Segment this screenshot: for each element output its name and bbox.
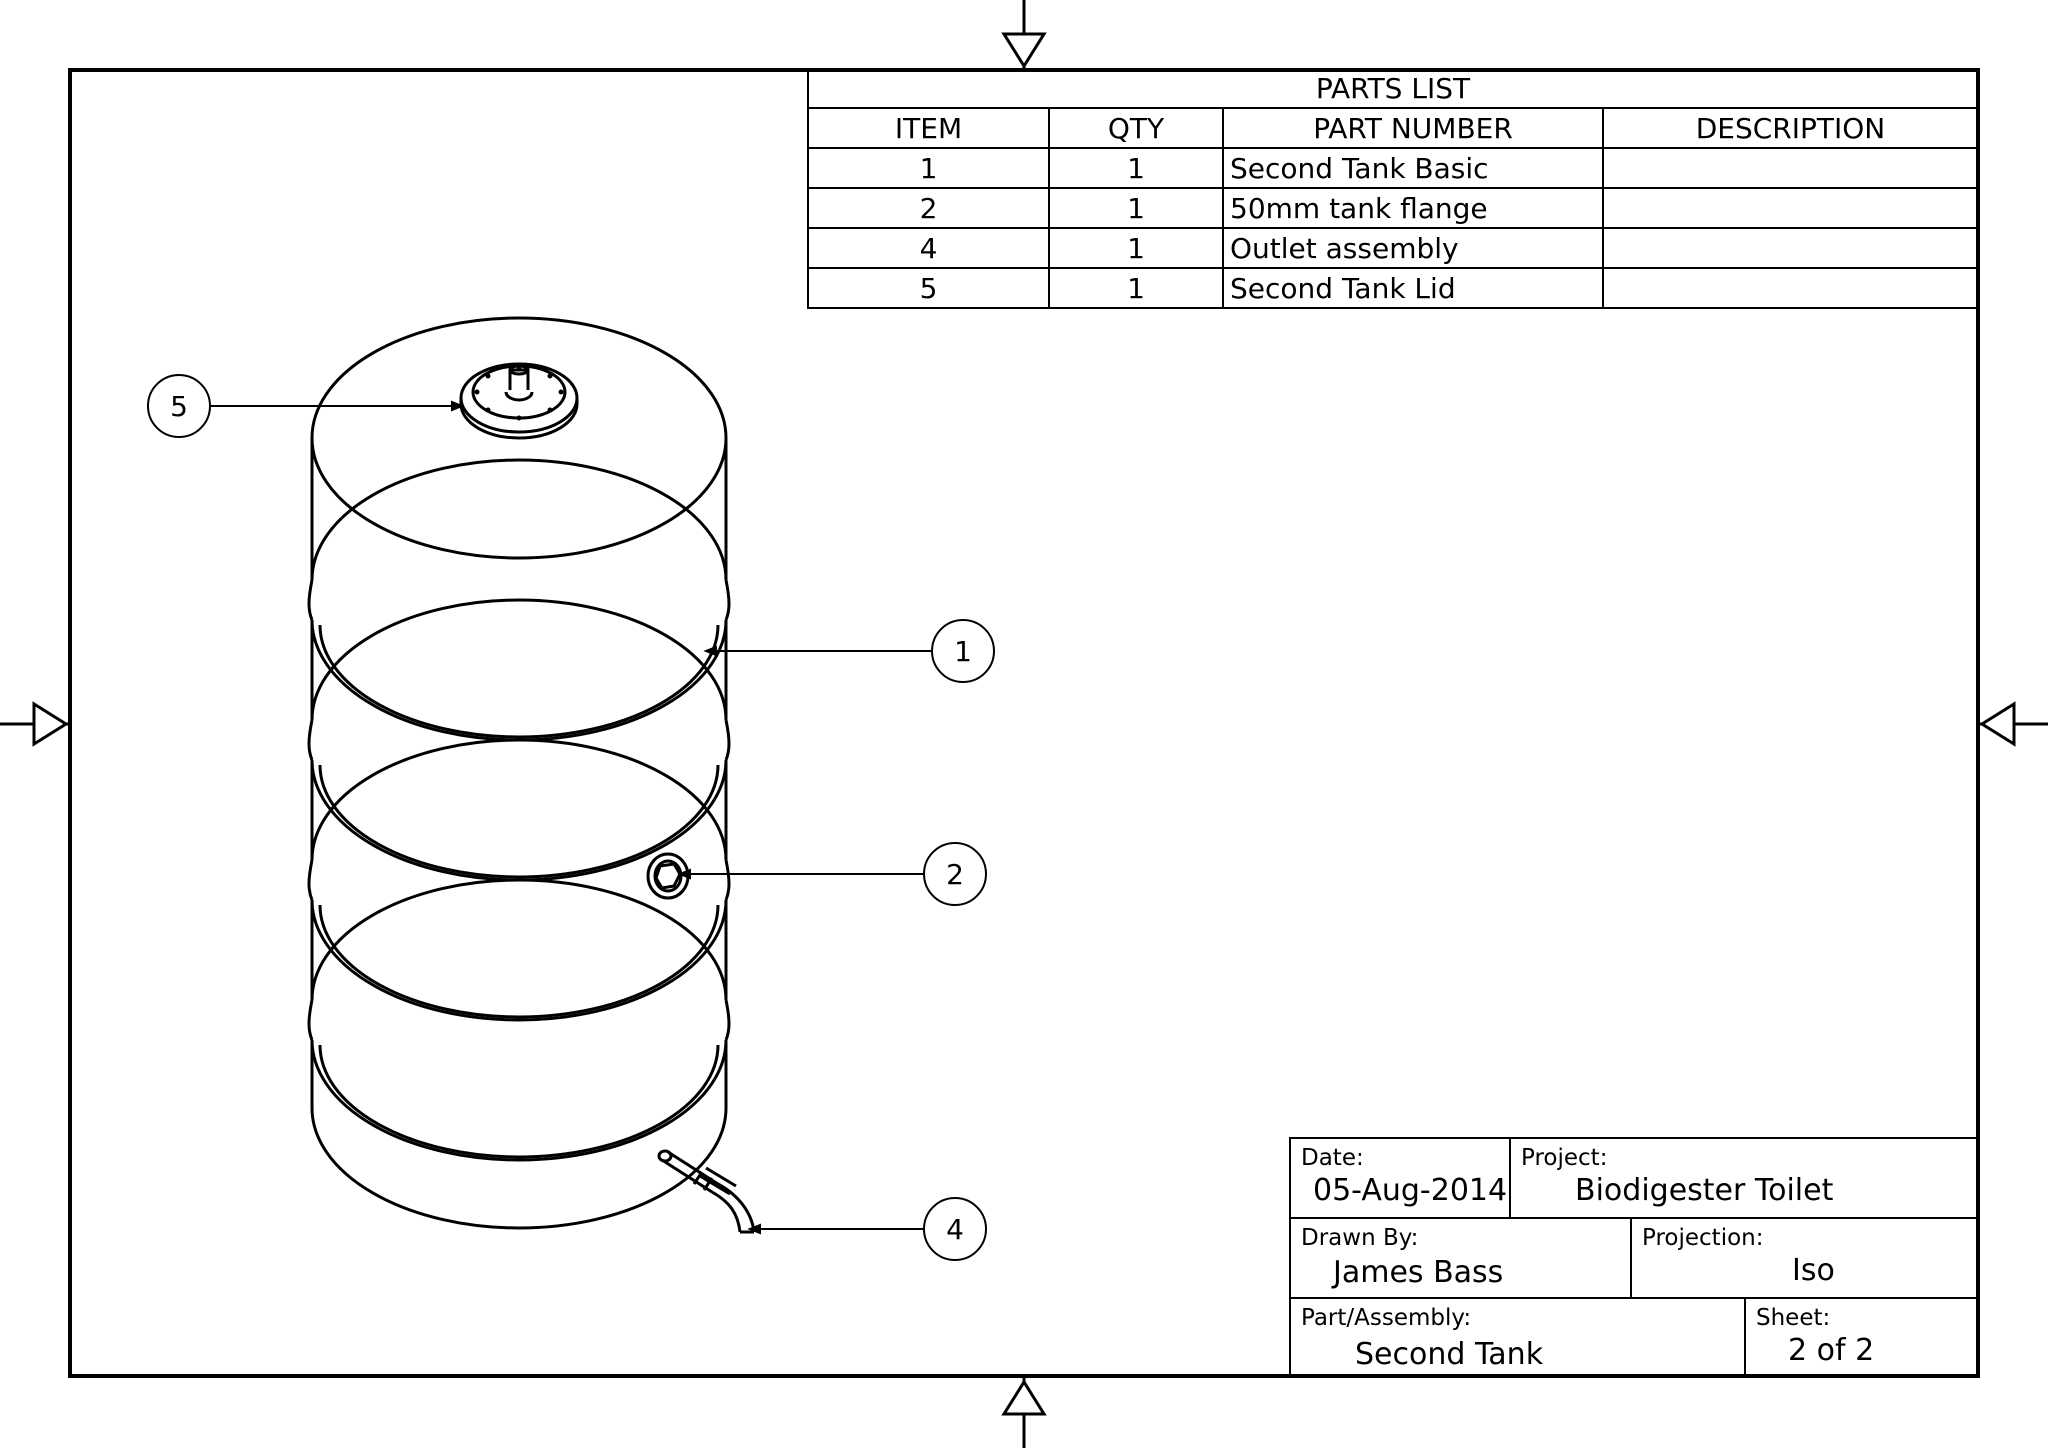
cell-description xyxy=(1602,147,1979,189)
parts-list-title-row: PARTS LIST xyxy=(807,69,1979,109)
balloon-1-circle xyxy=(931,619,995,683)
title-block-sheet: Sheet: 2 of 2 xyxy=(1744,1297,1980,1378)
parts-list-table: PARTS LIST ITEM QTY PART NUMBER DESCRIPT… xyxy=(807,69,1979,309)
part-assembly-label: Part/Assembly: xyxy=(1301,1305,1472,1331)
balloon-5-label: 5 xyxy=(170,390,188,423)
col-header-description: DESCRIPTION xyxy=(1602,107,1979,149)
table-row: 1 1 Second Tank Basic xyxy=(807,147,1979,189)
cell-part-number: Second Tank Basic xyxy=(1222,147,1604,189)
parts-list-header-row: ITEM QTY PART NUMBER DESCRIPTION xyxy=(807,107,1979,149)
col-header-part-number: PART NUMBER xyxy=(1222,107,1604,149)
balloon-5-circle xyxy=(147,374,211,438)
projection-label: Projection: xyxy=(1642,1225,1764,1251)
table-row: 2 1 50mm tank flange xyxy=(807,187,1979,229)
sheet-value: 2 of 2 xyxy=(1788,1333,1875,1368)
tank-lid-flange xyxy=(459,362,579,440)
cell-item: 2 xyxy=(807,187,1050,229)
title-block-project: Project: Biodigester Toilet xyxy=(1509,1137,1980,1219)
cell-item: 4 xyxy=(807,227,1050,269)
title-block-drawn-by: Drawn By: James Bass xyxy=(1289,1217,1632,1299)
cell-qty: 1 xyxy=(1048,267,1224,309)
title-block-part-assembly: Part/Assembly: Second Tank xyxy=(1289,1297,1746,1378)
cell-qty: 1 xyxy=(1048,187,1224,229)
cell-item: 1 xyxy=(807,147,1050,189)
cell-part-number: 50mm tank flange xyxy=(1222,187,1604,229)
center-mark-bottom xyxy=(1001,1378,1047,1448)
cell-qty: 1 xyxy=(1048,227,1224,269)
drawn-by-value: James Bass xyxy=(1333,1255,1504,1290)
center-mark-left xyxy=(0,701,69,747)
cell-description xyxy=(1602,267,1979,309)
cell-description xyxy=(1602,227,1979,269)
outlet-assembly xyxy=(657,1149,756,1234)
balloon-4-circle xyxy=(923,1197,987,1261)
date-value: 05-Aug-2014 xyxy=(1313,1173,1508,1208)
cell-description xyxy=(1602,187,1979,229)
cell-part-number: Outlet assembly xyxy=(1222,227,1604,269)
cell-item: 5 xyxy=(807,267,1050,309)
side-tank-flange xyxy=(646,852,690,900)
parts-list-title: PARTS LIST xyxy=(807,69,1979,109)
sheet-label: Sheet: xyxy=(1756,1305,1831,1331)
balloon-1-label: 1 xyxy=(954,635,972,668)
part-assembly-value: Second Tank xyxy=(1355,1337,1544,1372)
table-row: 5 1 Second Tank Lid xyxy=(807,267,1979,309)
balloon-4-label: 4 xyxy=(946,1213,964,1246)
center-mark-right xyxy=(1979,701,2048,747)
balloon-2-label: 2 xyxy=(946,858,964,891)
title-block-date: Date: 05-Aug-2014 xyxy=(1289,1137,1511,1219)
cell-qty: 1 xyxy=(1048,147,1224,189)
col-header-qty: QTY xyxy=(1048,107,1224,149)
balloon-2-circle xyxy=(923,842,987,906)
leader-lines xyxy=(210,400,932,1235)
title-block-projection: Projection: Iso xyxy=(1630,1217,1980,1299)
drawn-by-label: Drawn By: xyxy=(1301,1225,1419,1251)
center-mark-top xyxy=(1001,0,1047,69)
project-label: Project: xyxy=(1521,1145,1608,1171)
col-header-item: ITEM xyxy=(807,107,1050,149)
date-label: Date: xyxy=(1301,1145,1364,1171)
table-row: 4 1 Outlet assembly xyxy=(807,227,1979,269)
project-value: Biodigester Toilet xyxy=(1575,1173,1834,1208)
tank-body xyxy=(307,316,731,1230)
lid-bolt-holes xyxy=(474,366,564,421)
cell-part-number: Second Tank Lid xyxy=(1222,267,1604,309)
projection-value: Iso xyxy=(1792,1253,1835,1288)
